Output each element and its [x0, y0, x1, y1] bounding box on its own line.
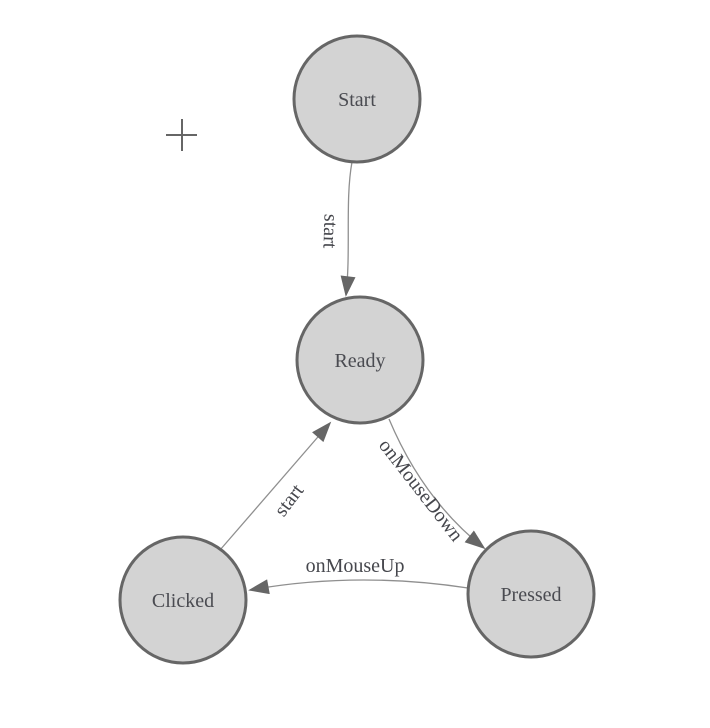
node-clicked-shape	[118, 535, 248, 665]
node-clicked[interactable]: Clicked	[118, 535, 248, 665]
edge-clicked-to-ready-line[interactable]	[219, 421, 332, 551]
node-start-label: Start	[338, 89, 376, 111]
edge-pressed-to-clicked-line[interactable]	[248, 579, 469, 595]
edge-label-onmousedown: onMouseDown	[374, 435, 467, 546]
edge-pressed-to-clicked[interactable]: onMouseUp	[248, 555, 469, 595]
node-start-shape	[292, 34, 422, 164]
node-pressed[interactable]: Pressed	[466, 529, 596, 659]
edge-ready-to-pressed[interactable]: onMouseDown	[374, 418, 486, 550]
node-ready[interactable]: Ready	[295, 295, 425, 425]
node-ready-label: Ready	[334, 350, 385, 372]
edge-start-to-ready[interactable]: start	[318, 161, 356, 297]
edge-clicked-to-ready[interactable]: start	[219, 421, 332, 551]
edge-label-onmouseup: onMouseUp	[306, 555, 405, 577]
node-pressed-shape	[466, 529, 596, 659]
node-start[interactable]: Start	[292, 34, 422, 164]
plus-crosshair-icon	[166, 119, 197, 151]
node-clicked-label: Clicked	[152, 590, 214, 612]
node-pressed-label: Pressed	[500, 584, 561, 606]
edge-ready-to-pressed-line[interactable]	[388, 418, 486, 550]
edge-label-start-1: start	[318, 214, 341, 250]
node-ready-shape	[295, 295, 425, 425]
edge-start-to-ready-line[interactable]	[340, 161, 356, 297]
